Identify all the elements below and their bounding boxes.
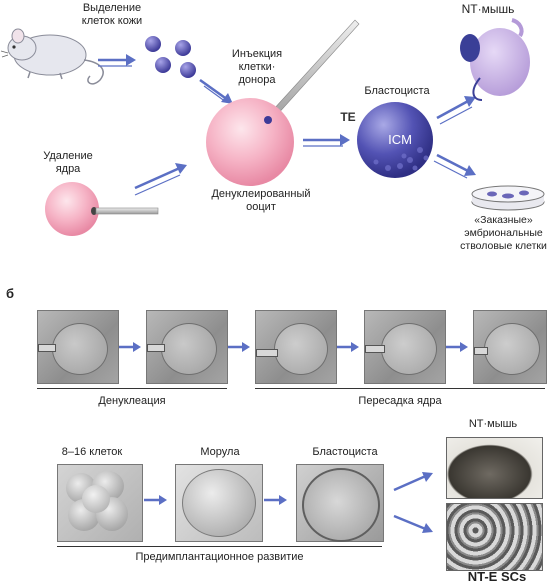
label-custom-stem-cells: «Заказные» эмбриональные стволовые клетк… [460,214,547,252]
arrow-cells-to-oocyte [199,78,233,104]
label-8-16-cells: 8–16 клеток [61,446,123,458]
arrow-enucleation-to-oocyte [134,163,187,196]
process-arrows [98,54,476,196]
label-icm: ICM [388,132,412,147]
label-blastocyst-a: Бластоциста [364,85,430,97]
micro-8-16-cells [57,464,143,542]
arrow-oocyte-to-blastocyst [303,134,350,147]
micro-morula [175,464,263,542]
enucleated-oocyte [206,98,294,186]
label-morula: Морула [200,446,240,458]
label-skin-cells: Выделение клеток кожи [81,2,143,27]
label-preimplantation: Предимплантационное развитие [135,551,304,563]
rule-enucleation [37,388,227,389]
label-blastocyst-b: Бластоциста [312,446,378,458]
arrow-blastocyst-to-mouse [436,96,476,125]
panel-b-arrows [119,342,468,533]
micro-image-3 [255,310,337,384]
label-nt-mouse-b: NT·мышь [468,418,518,430]
label-nt-esc: NT-E SCs [467,569,527,584]
oocyte-enucleation [45,182,159,236]
micro-image-5 [473,310,547,384]
label-nuclear-transfer: Пересадка ядра [358,395,442,407]
label-enucleation: Удаление ядра [43,150,93,175]
arrow-blastocyst-to-cells [433,153,476,179]
label-nt-mouse-a: NT·мышь [461,2,515,16]
skin-cells-icon [145,36,196,78]
arrow-mouse-to-cells [98,54,136,67]
micro-image-4 [364,310,446,384]
label-te: TE [340,110,356,124]
rule-preimplantation [57,546,382,547]
petri-dish-icon [471,185,545,211]
micro-image-1 [37,310,119,384]
nt-mouse-pup-icon [460,18,530,101]
panel-b-label: б [6,286,15,301]
photo-nt-mouse [446,437,543,499]
micro-blastocyst [296,464,384,542]
donor-mouse-icon [0,28,104,85]
label-donor-injection: Инъекция клетки· донора [231,48,283,86]
rule-nuclear-transfer [255,388,545,389]
blastocyst [357,102,433,178]
label-enucleated-oocyte: Денуклеированный ооцит [211,188,311,213]
label-denucleation: Денуклеация [98,395,166,407]
micro-image-2 [146,310,228,384]
photo-nt-esc-colonies [446,503,543,571]
